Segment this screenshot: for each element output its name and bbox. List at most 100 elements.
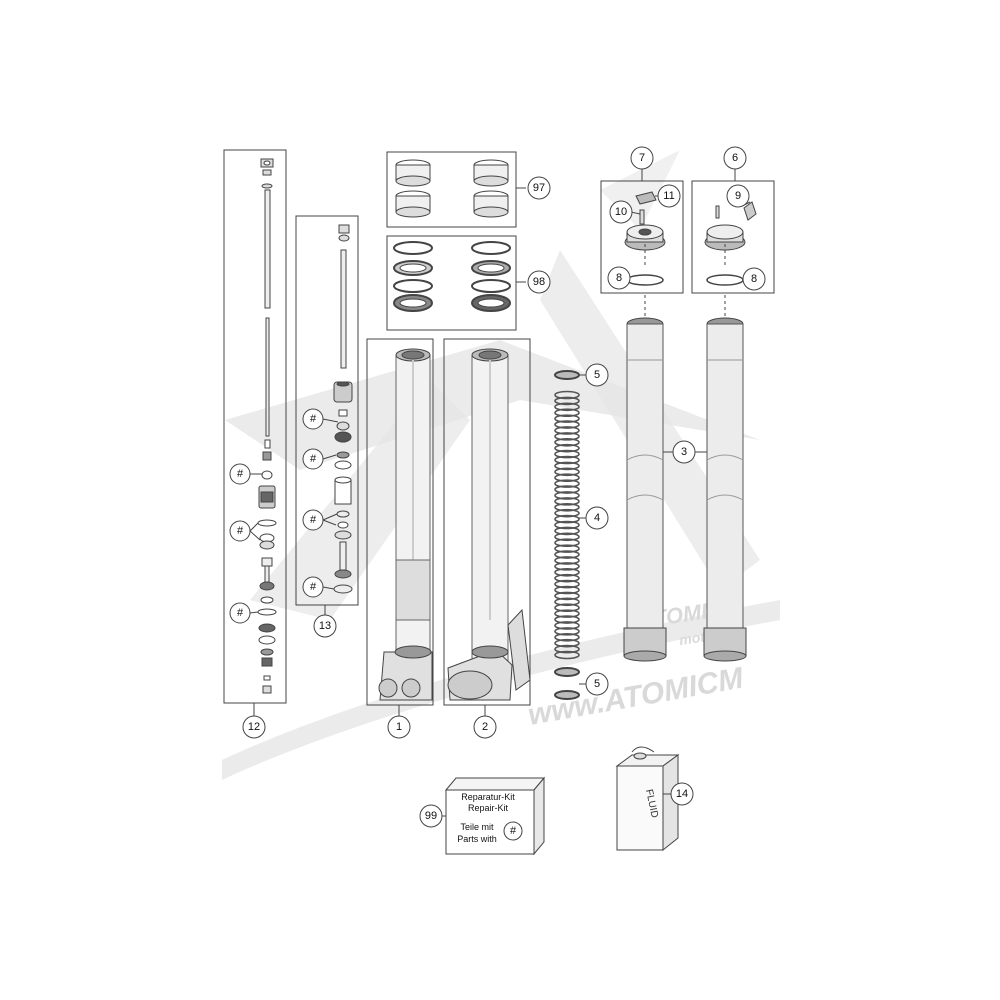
callout-99: 99 bbox=[419, 804, 443, 828]
callout-98: 98 bbox=[527, 270, 551, 294]
part-2-outer-tube-right bbox=[443, 338, 531, 716]
svg-text:12: 12 bbox=[248, 721, 260, 733]
part-3-inner-tubes bbox=[623, 295, 747, 662]
svg-text:14: 14 bbox=[676, 788, 688, 800]
part-97-bushings bbox=[386, 151, 526, 228]
spring-coil bbox=[554, 573, 580, 583]
part-14-fork-oil-can: FLUID bbox=[615, 746, 680, 852]
callout-11: 11 bbox=[657, 184, 681, 208]
spring-coil bbox=[554, 632, 580, 642]
hash-marker-12c: # bbox=[229, 602, 251, 624]
svg-text:10: 10 bbox=[615, 206, 627, 218]
spring-coil bbox=[554, 508, 580, 518]
spring-coil bbox=[554, 461, 580, 471]
callout-9: 9 bbox=[726, 184, 750, 208]
spring-coil bbox=[554, 603, 580, 613]
spring-coil bbox=[554, 585, 580, 595]
hash-marker-12a: # bbox=[229, 463, 251, 485]
spring-coil bbox=[554, 544, 580, 553]
svg-text:5: 5 bbox=[594, 369, 600, 381]
svg-text:#: # bbox=[237, 525, 244, 537]
svg-text:4: 4 bbox=[594, 512, 600, 524]
spring-coil bbox=[554, 609, 580, 618]
spring-coil bbox=[554, 432, 580, 441]
callout-14: 14 bbox=[670, 782, 694, 806]
spring-coil bbox=[554, 467, 580, 477]
callout-97: 97 bbox=[527, 176, 551, 200]
svg-text:6: 6 bbox=[732, 152, 738, 164]
svg-text:13: 13 bbox=[319, 620, 331, 632]
svg-text:9: 9 bbox=[735, 190, 741, 202]
spring-coil bbox=[554, 437, 580, 447]
part-99-repair-kit: Reparatur-Kit Repair-Kit Teile mit Parts… bbox=[434, 776, 546, 856]
spring-coil bbox=[554, 473, 580, 483]
spring-coil bbox=[554, 562, 580, 571]
svg-text:5: 5 bbox=[594, 678, 600, 690]
hash-marker-13d: # bbox=[302, 576, 324, 598]
spring-coil bbox=[554, 502, 580, 512]
hash-marker-13b: # bbox=[302, 448, 324, 470]
svg-text:7: 7 bbox=[639, 152, 645, 164]
callout-13: 13 bbox=[313, 614, 337, 638]
spring-coil bbox=[554, 650, 580, 660]
spring-coil bbox=[554, 426, 580, 435]
group-13-compression-cartridge bbox=[295, 215, 359, 616]
svg-text:#: # bbox=[310, 413, 317, 425]
spring-coil bbox=[554, 443, 580, 453]
spring-coil bbox=[554, 550, 580, 559]
spring-coil bbox=[554, 402, 580, 412]
spring-coil bbox=[554, 644, 580, 654]
spring-coil bbox=[554, 621, 580, 630]
callouts: 1 2 3 4 5 5 6 7 8 8 9 10 11 12 13 14 97 … bbox=[242, 146, 766, 828]
svg-text:#: # bbox=[237, 607, 244, 619]
callout-5-bottom: 5 bbox=[585, 672, 609, 696]
spring-coil bbox=[554, 491, 580, 500]
part-7-fork-cap-left bbox=[600, 168, 684, 294]
svg-text:98: 98 bbox=[533, 276, 545, 288]
spring-coil bbox=[554, 615, 580, 624]
callout-8-left: 8 bbox=[607, 266, 631, 290]
svg-text:8: 8 bbox=[616, 272, 622, 284]
hash-marker-12b: # bbox=[229, 520, 251, 542]
spring-coil bbox=[554, 455, 580, 465]
repair-kit-parts-en: Parts with bbox=[457, 834, 497, 844]
spring-coil bbox=[554, 591, 580, 601]
part-6-fork-cap-right bbox=[691, 168, 775, 294]
callout-1: 1 bbox=[387, 715, 411, 739]
spring-coil bbox=[554, 479, 580, 488]
spring-coil bbox=[554, 556, 580, 565]
svg-text:99: 99 bbox=[425, 810, 437, 822]
spring-coil bbox=[554, 526, 580, 536]
svg-text:#: # bbox=[310, 581, 317, 593]
svg-text:8: 8 bbox=[751, 273, 757, 285]
part-1-outer-tube-left bbox=[366, 338, 434, 716]
spring-coil bbox=[554, 420, 580, 429]
callout-4: 4 bbox=[585, 506, 609, 530]
callout-10: 10 bbox=[609, 200, 633, 224]
part-98-seals bbox=[386, 235, 526, 331]
callout-2: 2 bbox=[473, 715, 497, 739]
spring-coils bbox=[554, 390, 580, 660]
spring-coil bbox=[554, 449, 580, 459]
callout-5-top: 5 bbox=[585, 363, 609, 387]
spring-coil bbox=[554, 520, 580, 530]
svg-text:#: # bbox=[237, 468, 244, 480]
callout-6: 6 bbox=[723, 146, 747, 170]
svg-text:11: 11 bbox=[663, 190, 674, 202]
repair-kit-parts-de: Teile mit bbox=[460, 822, 494, 832]
callout-8-right: 8 bbox=[742, 267, 766, 291]
repair-kit-label-de: Reparatur-Kit bbox=[461, 792, 515, 802]
hash-marker-13c: # bbox=[302, 509, 324, 531]
callout-12: 12 bbox=[242, 715, 266, 739]
spring-coil bbox=[554, 532, 580, 542]
spring-coil bbox=[554, 485, 580, 494]
svg-text:#: # bbox=[310, 453, 317, 465]
spring-coil bbox=[554, 538, 580, 548]
spring-coil bbox=[554, 627, 580, 636]
repair-kit-label-en: Repair-Kit bbox=[468, 803, 509, 813]
part-4-spring bbox=[554, 370, 588, 700]
spring-coil bbox=[554, 638, 580, 648]
spring-coil bbox=[554, 396, 580, 406]
spring-coil bbox=[554, 408, 580, 418]
